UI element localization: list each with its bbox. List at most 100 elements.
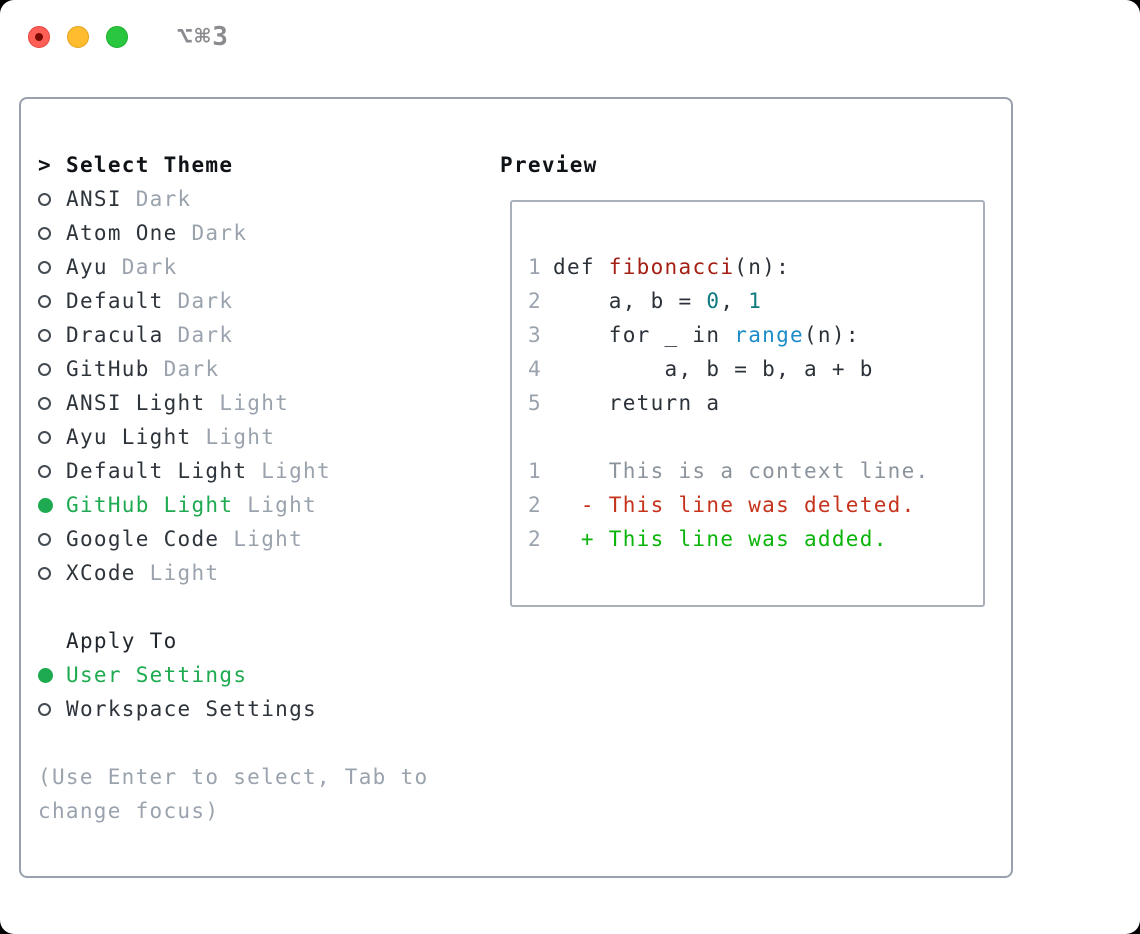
theme-variant-tag: Dark (163, 289, 234, 313)
theme-option-label: ANSI Light (66, 391, 206, 415)
line-number: 5 (528, 391, 542, 415)
apply-option-user-settings[interactable]: User Settings (38, 658, 478, 692)
code-text: This is a context line. (553, 459, 930, 483)
theme-option-ayu-light[interactable]: Ayu Light Light (38, 420, 478, 454)
theme-option-xcode[interactable]: XCode Light (38, 556, 478, 590)
code-line: 1 def fibonacci(n): (528, 250, 973, 284)
apply-option-workspace-settings[interactable]: Workspace Settings (38, 692, 478, 726)
line-number: 2 (528, 527, 542, 551)
line-number: 2 (528, 493, 542, 517)
code-text: for _ in range(n): (553, 323, 860, 347)
code-line: 2 + This line was added. (528, 522, 973, 556)
zoom-button[interactable] (106, 26, 128, 48)
theme-option-ansi-light[interactable]: ANSI Light Light (38, 386, 478, 420)
radio-selected-icon (38, 667, 53, 683)
radio-unselected-icon (38, 532, 51, 546)
theme-option-label: Google Code (66, 527, 220, 551)
theme-variant-tag: Light (205, 391, 290, 415)
line-number: 1 (528, 459, 542, 483)
spacer (38, 726, 478, 760)
apply-to-title: Apply To (66, 629, 178, 653)
code-text: a, b = b, a + b (553, 357, 874, 381)
radio-unselected-icon (38, 396, 51, 410)
theme-option-default[interactable]: Default Dark (38, 284, 478, 318)
theme-option-label: Atom One (66, 221, 178, 245)
theme-option-label: Ayu Light (66, 425, 192, 449)
close-button[interactable] (28, 26, 50, 48)
radio-unselected-icon (38, 260, 51, 274)
theme-option-dracula[interactable]: Dracula Dark (38, 318, 478, 352)
theme-variant-tag: Dark (121, 187, 192, 211)
radio-unselected-icon (38, 702, 51, 716)
radio-unselected-icon (38, 294, 51, 308)
theme-variant-tag: Dark (107, 255, 178, 279)
spacer (38, 590, 478, 624)
radio-unselected-icon (38, 464, 51, 478)
theme-option-label: XCode (66, 561, 136, 585)
theme-variant-tag: Light (191, 425, 276, 449)
theme-option-label: Ayu (66, 255, 108, 279)
theme-option-label: Default (66, 289, 164, 313)
theme-option-label: GitHub Light (66, 493, 234, 517)
theme-option-label: Dracula (66, 323, 164, 347)
code-line: 5 return a (528, 386, 973, 420)
theme-option-atom-one[interactable]: Atom One Dark (38, 216, 478, 250)
select-theme-title: Select Theme (66, 153, 234, 177)
code-text: def fibonacci(n): (553, 255, 791, 279)
theme-option-label: Default Light (66, 459, 248, 483)
titlebar: ⌥⌘3 (0, 0, 1140, 74)
code-line: 3 for _ in range(n): (528, 318, 973, 352)
window-title: ⌥⌘3 (177, 22, 230, 52)
minimize-button[interactable] (67, 26, 89, 48)
radio-unselected-icon (38, 362, 51, 376)
line-number: 2 (528, 289, 542, 313)
theme-variant-tag: Dark (149, 357, 220, 381)
code-line: 1 This is a context line. (528, 454, 973, 488)
theme-variant-tag: Light (233, 493, 317, 517)
theme-variant-tag: Light (247, 459, 331, 483)
theme-option-github[interactable]: GitHub Dark (38, 352, 478, 386)
theme-option-default-light[interactable]: Default Light Light (38, 454, 478, 488)
radio-unselected-icon (38, 430, 51, 444)
radio-unselected-icon (38, 328, 51, 342)
code-line: 4 a, b = b, a + b (528, 352, 973, 386)
theme-variant-tag: Light (219, 527, 304, 551)
code-text: return a (553, 391, 721, 415)
theme-option-label: GitHub (66, 357, 150, 381)
code-line: 2 - This line was deleted. (528, 488, 973, 522)
theme-variant-tag: Light (135, 561, 220, 585)
code-text: - This line was deleted. (553, 493, 916, 517)
select-theme-header-row: > Select Theme (38, 148, 478, 182)
theme-option-google-code[interactable]: Google Code Light (38, 522, 478, 556)
radio-selected-icon (38, 497, 53, 513)
apply-option-label: User Settings (66, 663, 248, 687)
theme-variant-tag: Dark (177, 221, 248, 245)
apply-to-header-row: Apply To (38, 624, 478, 658)
line-number: 3 (528, 323, 542, 347)
code-line (528, 420, 973, 454)
radio-unselected-icon (38, 192, 51, 206)
code-text: a, b = 0, 1 (553, 289, 763, 313)
theme-option-github-light[interactable]: GitHub Light Light (38, 488, 478, 522)
code-line: 2 a, b = 0, 1 (528, 284, 973, 318)
theme-option-ayu[interactable]: Ayu Dark (38, 250, 478, 284)
help-text: (Use Enter to select, Tab to change focu… (38, 765, 429, 823)
line-number: 4 (528, 357, 542, 381)
radio-unselected-icon (38, 566, 51, 580)
apply-option-label: Workspace Settings (66, 697, 317, 721)
record-dot-icon (35, 33, 43, 41)
focus-caret-icon: > (38, 153, 52, 177)
theme-option-label: ANSI (66, 187, 122, 211)
theme-option-ansi[interactable]: ANSI Dark (38, 182, 478, 216)
preview-title: Preview (500, 153, 598, 177)
code-text: + This line was added. (553, 527, 888, 551)
line-number: 1 (528, 255, 542, 279)
theme-variant-tag: Dark (163, 323, 234, 347)
